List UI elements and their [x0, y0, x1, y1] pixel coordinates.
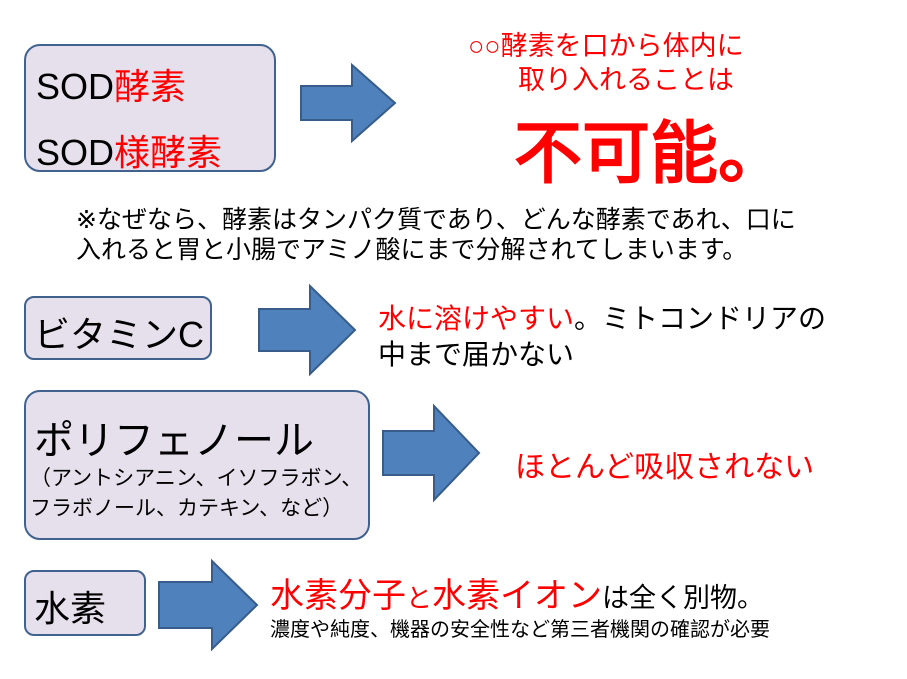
- arrow-right-icon: [258, 283, 357, 377]
- sod-prefix: SOD: [36, 132, 115, 173]
- polyphenol-examples-line1: （アントシアニン、イソフラボン、: [30, 467, 363, 490]
- sod-prefix: SOD: [36, 66, 115, 107]
- hydrogen-box: [24, 570, 146, 636]
- polyphenol-box: [24, 390, 370, 540]
- sod-result-line1: ○○酵素を口から体内に: [468, 31, 744, 61]
- sod-result-impossible: 不可能。: [514, 116, 787, 192]
- sod-note-line2: 入れると胃と小腸でアミノ酸にまで分解されてしまいます。: [76, 236, 748, 264]
- hydrogen-note: 濃度や純度、機器の安全性など第三者機関の確認が必要: [270, 619, 770, 641]
- hydrogen-molecule-text: 水素分子: [270, 577, 406, 615]
- polyphenol-label: ポリフェノール: [34, 419, 314, 463]
- arrow-right-icon: [158, 558, 259, 652]
- water-soluble-text: 水に溶けやすい: [378, 303, 575, 334]
- vitamin-c-label: ビタミンC: [34, 314, 204, 355]
- and-text: と: [406, 583, 433, 613]
- hydrogen-label: 水素: [34, 588, 107, 629]
- vitamin-c-result-line2: 中まで届かない: [378, 339, 575, 370]
- hydrogen-result: 水素分子と水素イオンは全く別物。: [270, 568, 764, 617]
- sod-like-enzyme-label: SOD様酵素: [36, 124, 222, 176]
- arrow-right-icon: [382, 403, 481, 503]
- sod-result-line2: 取り入れることは: [518, 65, 734, 95]
- hydrogen-ion-text: 水素イオン: [432, 577, 603, 615]
- vitamin-c-box: [24, 296, 212, 360]
- like-enzyme-text: 様酵素: [114, 132, 223, 173]
- mitochondria-text: 。ミトコンドリアの: [574, 303, 827, 334]
- polyphenol-examples-line2: フラボノール、カテキン、など）: [30, 497, 344, 520]
- polyphenol-result: ほとんど吸収されない: [515, 451, 815, 484]
- different-text: は全く別物。: [602, 583, 765, 613]
- enzyme-text: 酵素: [114, 66, 187, 107]
- sod-note-line1: ※なぜなら、酵素はタンパク質であり、どんな酵素であれ、口に: [76, 206, 796, 234]
- sod-box: [24, 44, 276, 172]
- vitamin-c-result-line1: 水に溶けやすい。ミトコンドリアの: [378, 297, 826, 337]
- arrow-right-icon: [300, 62, 397, 144]
- sod-enzyme-label: SOD酵素: [36, 58, 186, 110]
